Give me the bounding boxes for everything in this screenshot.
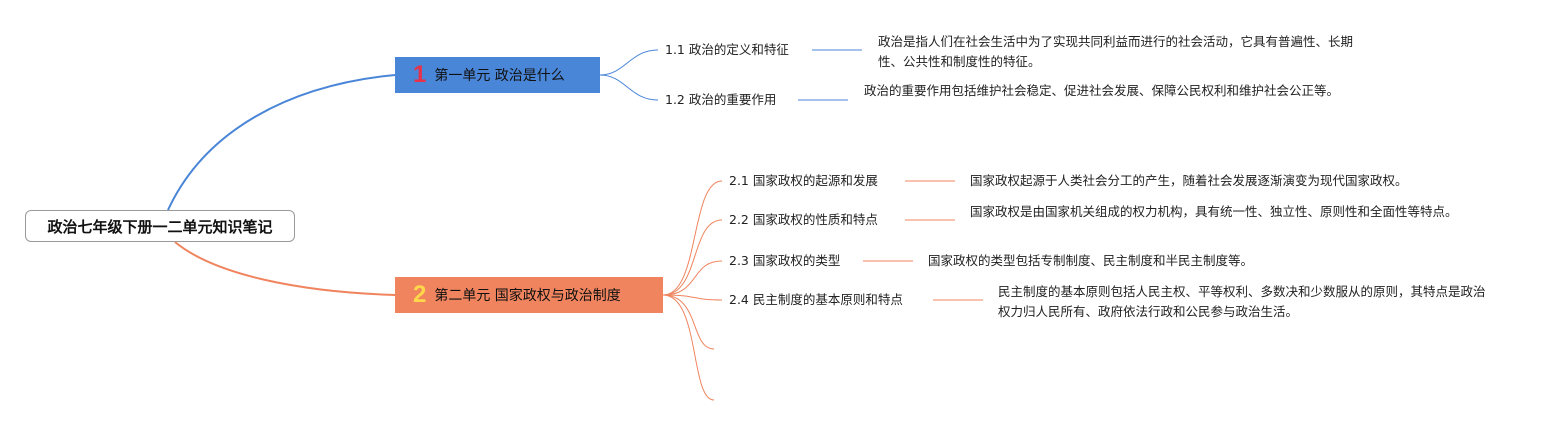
topic-2-1-description: 国家政权起源于人类社会分工的产生，随着社会发展逐渐演变为现代国家政权。 — [970, 173, 1408, 188]
topic-2-4-description: 民主制度的基本原则包括人民主权、平等权利、多数决和少数服从的原则，其特点是政治权… — [998, 284, 1486, 319]
connector-unit2-topic4 — [662, 294, 723, 301]
unit-number-badge: 2 — [413, 281, 427, 308]
root-topic-label: 政治七年级下册一二单元知识笔记 — [47, 217, 273, 236]
topic-2-3-description: 国家政权的类型包括专制制度、民主制度和半民主制度等。 — [928, 253, 1254, 268]
unit-label: 第一单元 政治是什么 — [434, 68, 565, 84]
connector-unit2-topic2 — [662, 219, 723, 296]
connector-unit2-topic3 — [662, 260, 723, 296]
root-topic[interactable]: 政治七年级下册一二单元知识笔记 — [25, 210, 295, 242]
unit-1-node[interactable]: 1 第一单元 政治是什么 — [395, 57, 600, 93]
connector-unit2-empty1 — [662, 294, 715, 350]
topic-1-2-description: 政治的重要作用包括维护社会稳定、促进社会发展、保障公民权利和维护社会公正等。 — [864, 83, 1340, 98]
unit-number-badge: 1 — [413, 61, 427, 88]
connector-unit2-empty2 — [662, 294, 715, 401]
topic-2-4[interactable]: 2.4 民主制度的基本原则和特点 — [729, 292, 903, 307]
topic-2-1[interactable]: 2.1 国家政权的起源和发展 — [729, 173, 878, 188]
topic-2-3[interactable]: 2.3 国家政权的类型 — [729, 253, 841, 268]
unit-2-node[interactable]: 2 第二单元 国家政权与政治制度 — [395, 277, 663, 313]
topic-2-2[interactable]: 2.2 国家政权的性质和特点 — [729, 212, 878, 227]
connector-root-unit2 — [174, 241, 396, 296]
connector-unit1-topic2 — [599, 74, 659, 101]
connector-unit2-topic1 — [662, 180, 723, 296]
topic-2-2-description: 国家政权是由国家机关组成的权力机构，具有统一性、独立性、原则性和全面性等特点。 — [970, 204, 1458, 219]
topic-1-1[interactable]: 1.1 政治的定义和特征 — [665, 42, 789, 57]
topic-1-1-description: 政治是指人们在社会生活中为了实现共同利益而进行的社会活动，它具有普遍性、长期性、… — [878, 34, 1354, 69]
unit-label: 第二单元 国家政权与政治制度 — [434, 288, 621, 304]
connector-unit1-topic1 — [599, 49, 659, 76]
topic-1-2[interactable]: 1.2 政治的重要作用 — [665, 92, 777, 107]
connector-root-unit1 — [167, 74, 396, 211]
